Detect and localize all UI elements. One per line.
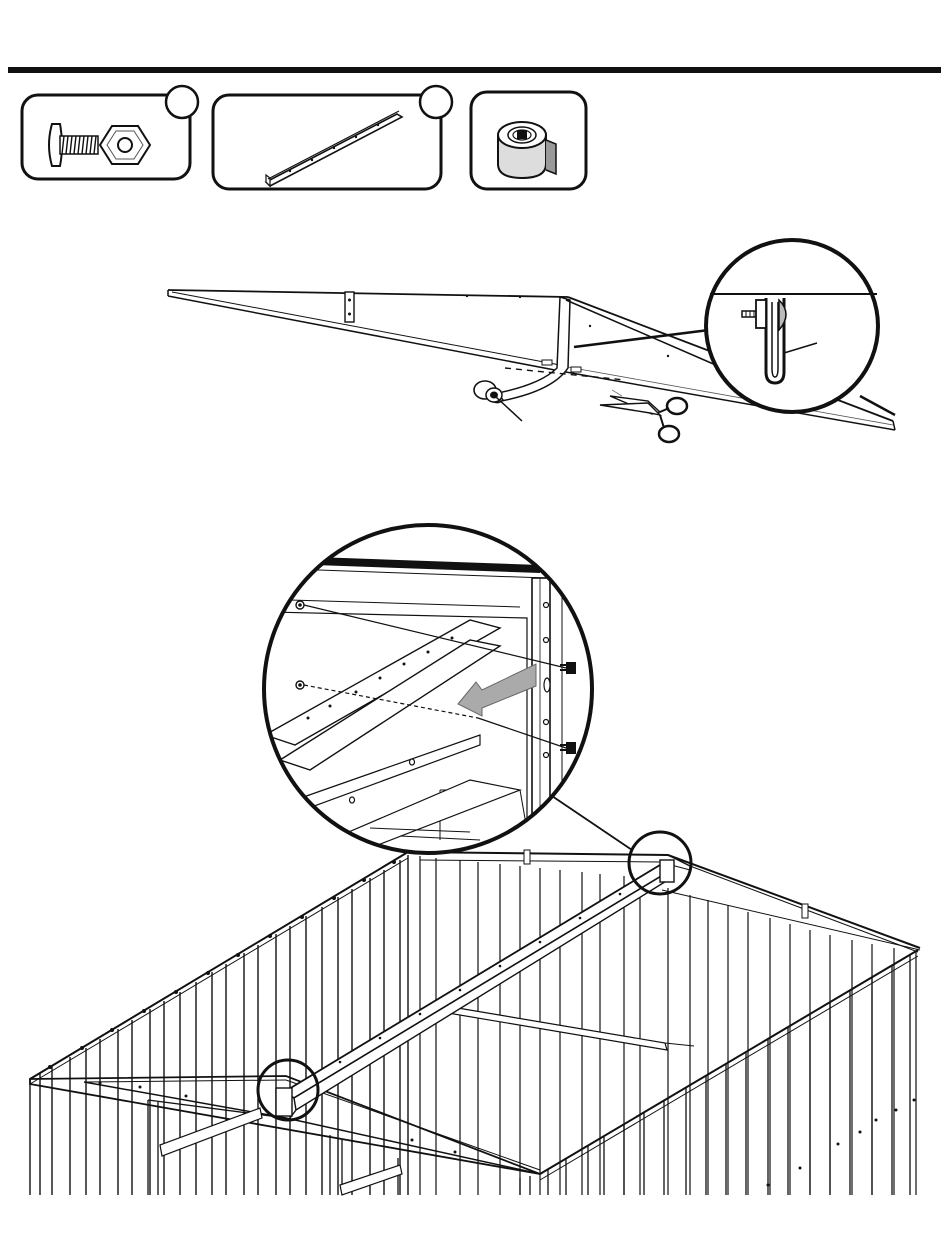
screw-nut-icon [49, 124, 150, 166]
magnifier-detail-icon [260, 525, 592, 853]
tape-roll-icon [474, 381, 522, 421]
scissors-icon [600, 390, 687, 442]
tape-roll-icon [498, 122, 556, 178]
step-1-roof-edge-taping [168, 240, 895, 442]
tape-strip [493, 297, 625, 402]
step-2-roof-beam-attachment [30, 525, 920, 1195]
part-box-roof-channel [213, 86, 452, 189]
shed-structure [30, 852, 920, 1195]
channel-rail-icon [266, 111, 402, 186]
part-box-screw-nut [22, 86, 198, 179]
part-count-badge-2 [420, 86, 452, 118]
header-rule [8, 67, 941, 73]
magnifier-detail-icon [566, 240, 895, 415]
part-box-foam-tape [471, 92, 586, 189]
part-count-badge-1 [166, 86, 198, 118]
